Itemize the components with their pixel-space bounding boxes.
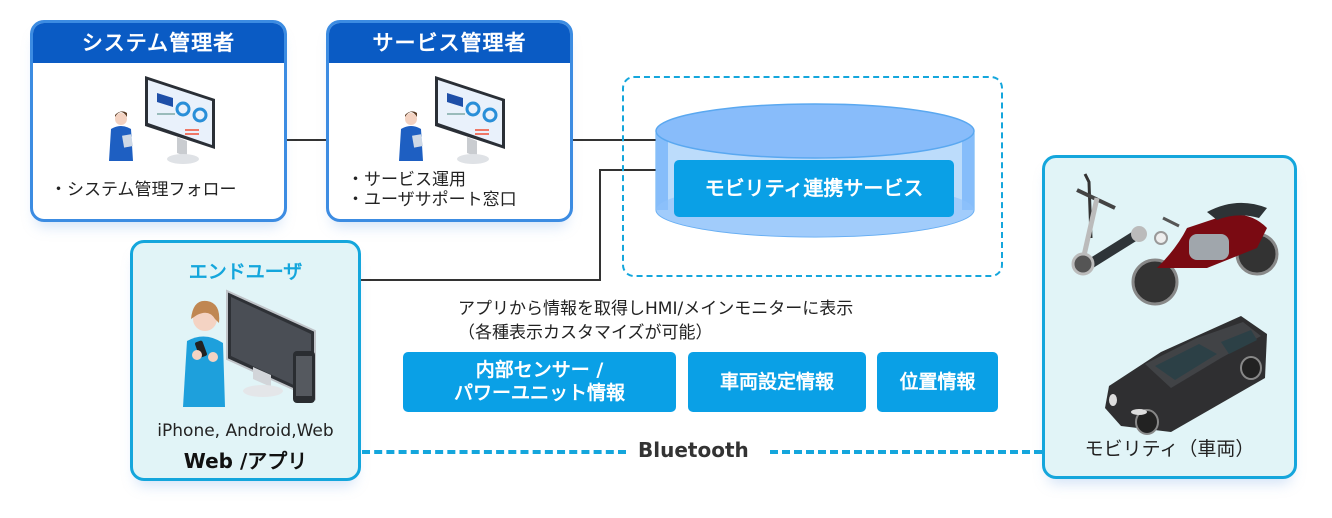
service-admin-item: ・ユーザサポート窓口 xyxy=(347,190,517,210)
info-box-sensor-powerunit: 内部センサー / パワーユニット情報 xyxy=(403,352,676,412)
info-box-location-label: 位置情報 xyxy=(899,370,976,393)
admin-monitor-illustration-icon xyxy=(399,76,505,164)
car-icon xyxy=(1105,316,1267,435)
system-admin-item: ・システム管理フォロー xyxy=(50,180,237,200)
connector-cloud-enduser-bottom xyxy=(360,279,601,281)
connector-system-service xyxy=(286,139,328,141)
motorcycle-icon xyxy=(1131,202,1279,306)
bluetooth-label: Bluetooth xyxy=(638,438,749,462)
info-box-location: 位置情報 xyxy=(877,352,998,412)
system-admin-card: システム管理者 ・システム管理フォロー xyxy=(30,20,287,222)
mobility-label: モビリティ（車両） xyxy=(1084,438,1255,460)
bluetooth-link-left xyxy=(362,450,626,454)
scooter-icon xyxy=(1071,173,1147,276)
system-admin-title: システム管理者 xyxy=(33,23,284,63)
info-box-sensor-line2: パワーユニット情報 xyxy=(453,382,625,404)
end-user-title: エンドユーザ xyxy=(188,261,303,283)
mobility-card: モビリティ（車両） xyxy=(1042,155,1297,479)
connector-cloud-enduser-vertical xyxy=(599,169,601,281)
service-admin-card: サービス管理者 ・サービス運用 ・ユーザサポート窓口 xyxy=(326,20,573,222)
mobility-service-label: モビリティ連携サービス xyxy=(674,160,954,217)
user-with-devices-illustration-icon xyxy=(183,289,316,407)
description-line-1: アプリから情報を取得しHMI/メインモニターに表示 xyxy=(458,299,854,319)
cloud-boundary xyxy=(622,76,1003,277)
bluetooth-link-right xyxy=(770,450,1042,454)
description-line-2: （各種表示カスタマイズが可能） xyxy=(458,323,713,343)
end-user-platforms: iPhone, Android,Web xyxy=(157,421,334,441)
service-admin-title: サービス管理者 xyxy=(329,23,570,63)
connector-service-cloud xyxy=(572,139,658,141)
end-user-app-label: Web /アプリ xyxy=(183,449,308,473)
mobility-service-text: モビリティ連携サービス xyxy=(704,176,924,200)
end-user-card: エンドユーザ iPhone, Android,Web Web /アプリ xyxy=(130,240,361,481)
admin-monitor-illustration-icon xyxy=(109,76,215,164)
info-box-vehicle-settings: 車両設定情報 xyxy=(688,352,866,412)
info-box-vehicle-settings-label: 車両設定情報 xyxy=(719,370,834,393)
service-admin-item: ・サービス運用 xyxy=(347,170,466,190)
connector-cloud-enduser-top xyxy=(599,169,658,171)
info-box-sensor-line1: 内部センサー / xyxy=(475,359,604,381)
